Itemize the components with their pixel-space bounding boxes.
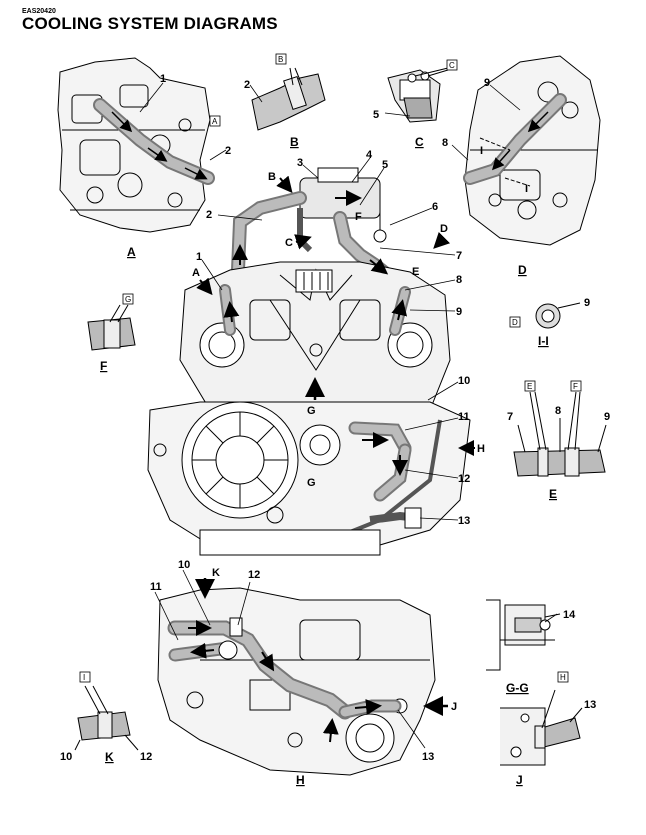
view-label-e: E <box>549 487 557 501</box>
box-letter-i: I <box>83 673 85 682</box>
view-label-d: D <box>518 263 527 277</box>
view-label-b: B <box>290 135 299 149</box>
view-arrow-d: D <box>440 223 448 235</box>
detail-i-i-drawing <box>535 302 581 329</box>
letter-boxes <box>79 53 582 683</box>
view-label-g-g: G-G <box>506 681 529 695</box>
callout-9-detail-d: 9 <box>484 77 490 89</box>
view-label-f: F <box>100 359 107 373</box>
callout-13-detail-j: 13 <box>584 699 596 711</box>
view-arrow-k: K <box>212 567 220 579</box>
view-arrow-a: A <box>192 267 200 279</box>
detail-k-drawing <box>74 685 139 751</box>
leader-lines <box>139 82 558 749</box>
box-letter-b: B <box>278 55 283 64</box>
callout-4: 4 <box>366 149 373 161</box>
box-letter-h: H <box>560 673 566 682</box>
box-letter-e: E <box>527 382 532 391</box>
document-code: EAS20420 <box>22 8 56 15</box>
callout-12-detail-k: 12 <box>140 751 152 763</box>
callout-9: 9 <box>456 306 462 318</box>
section-mark-e: E <box>412 266 419 278</box>
callout-5: 5 <box>382 159 388 171</box>
callout-11: 11 <box>458 411 470 423</box>
callout-8-detail-d: 8 <box>442 137 448 149</box>
box-letter-a: A <box>212 117 218 126</box>
view-arrow-b: B <box>268 171 276 183</box>
callout-9-detail-i-i: 9 <box>584 297 590 309</box>
view-arrow-j: J <box>451 701 457 713</box>
detail-g-g-drawing <box>486 599 561 671</box>
callout-11-detail-h: 11 <box>150 581 162 593</box>
section-mark-f: F <box>355 211 362 223</box>
main-engine-drawing <box>147 167 471 556</box>
callout-7-detail-e: 7 <box>507 411 513 423</box>
detail-d-drawing <box>463 55 601 246</box>
callout-13: 13 <box>458 515 470 527</box>
view-label-h: H <box>296 773 305 787</box>
callout-6: 6 <box>432 201 438 213</box>
callout-2-detail-b: 2 <box>244 79 250 91</box>
callout-12-detail-h: 12 <box>248 569 260 581</box>
view-label-c: C <box>415 135 424 149</box>
callout-10-detail-h: 10 <box>178 559 190 571</box>
callout-2: 2 <box>206 209 212 221</box>
callout-14: 14 <box>563 609 576 621</box>
callout-8-detail-e: 8 <box>555 405 561 417</box>
box-letter-g: G <box>125 295 131 304</box>
callout-3: 3 <box>297 157 303 169</box>
box-letter-f: F <box>573 382 578 391</box>
view-label-j: J <box>516 773 523 787</box>
box-letter-d: D <box>512 318 518 327</box>
detail-e-drawing <box>513 391 607 477</box>
callout-2-detail-a: 2 <box>225 145 231 157</box>
callout-5-detail-c: 5 <box>373 109 379 121</box>
callout-10: 10 <box>458 375 470 387</box>
section-mark-i-lower: I <box>525 183 528 195</box>
view-label-k: K <box>105 750 114 764</box>
detail-a-drawing <box>57 57 215 233</box>
section-mark-g-lower: G <box>307 477 316 489</box>
callout-8: 8 <box>456 274 462 286</box>
callout-9-detail-e: 9 <box>604 411 610 423</box>
callout-1-detail-a: 1 <box>160 73 166 85</box>
detail-h-drawing <box>157 578 448 776</box>
view-label-a: A <box>127 245 136 259</box>
callout-13-detail-h: 13 <box>422 751 434 763</box>
section-mark-g-upper: G <box>307 405 316 417</box>
view-arrow-h: H <box>477 443 485 455</box>
callout-7: 7 <box>456 250 462 262</box>
detail-b-drawing <box>251 67 326 131</box>
callout-1: 1 <box>196 251 202 263</box>
box-letter-c: C <box>449 61 455 70</box>
page-title: COOLING SYSTEM DIAGRAMS <box>22 14 278 33</box>
detail-c-drawing <box>387 67 449 123</box>
view-label-i-i: I-I <box>538 334 549 348</box>
section-mark-i-upper: I <box>480 145 483 157</box>
detail-f-drawing <box>87 304 136 351</box>
callout-12: 12 <box>458 473 470 485</box>
view-arrow-c: C <box>285 237 293 249</box>
detail-j-drawing <box>500 689 583 766</box>
callout-10-detail-k: 10 <box>60 751 72 763</box>
